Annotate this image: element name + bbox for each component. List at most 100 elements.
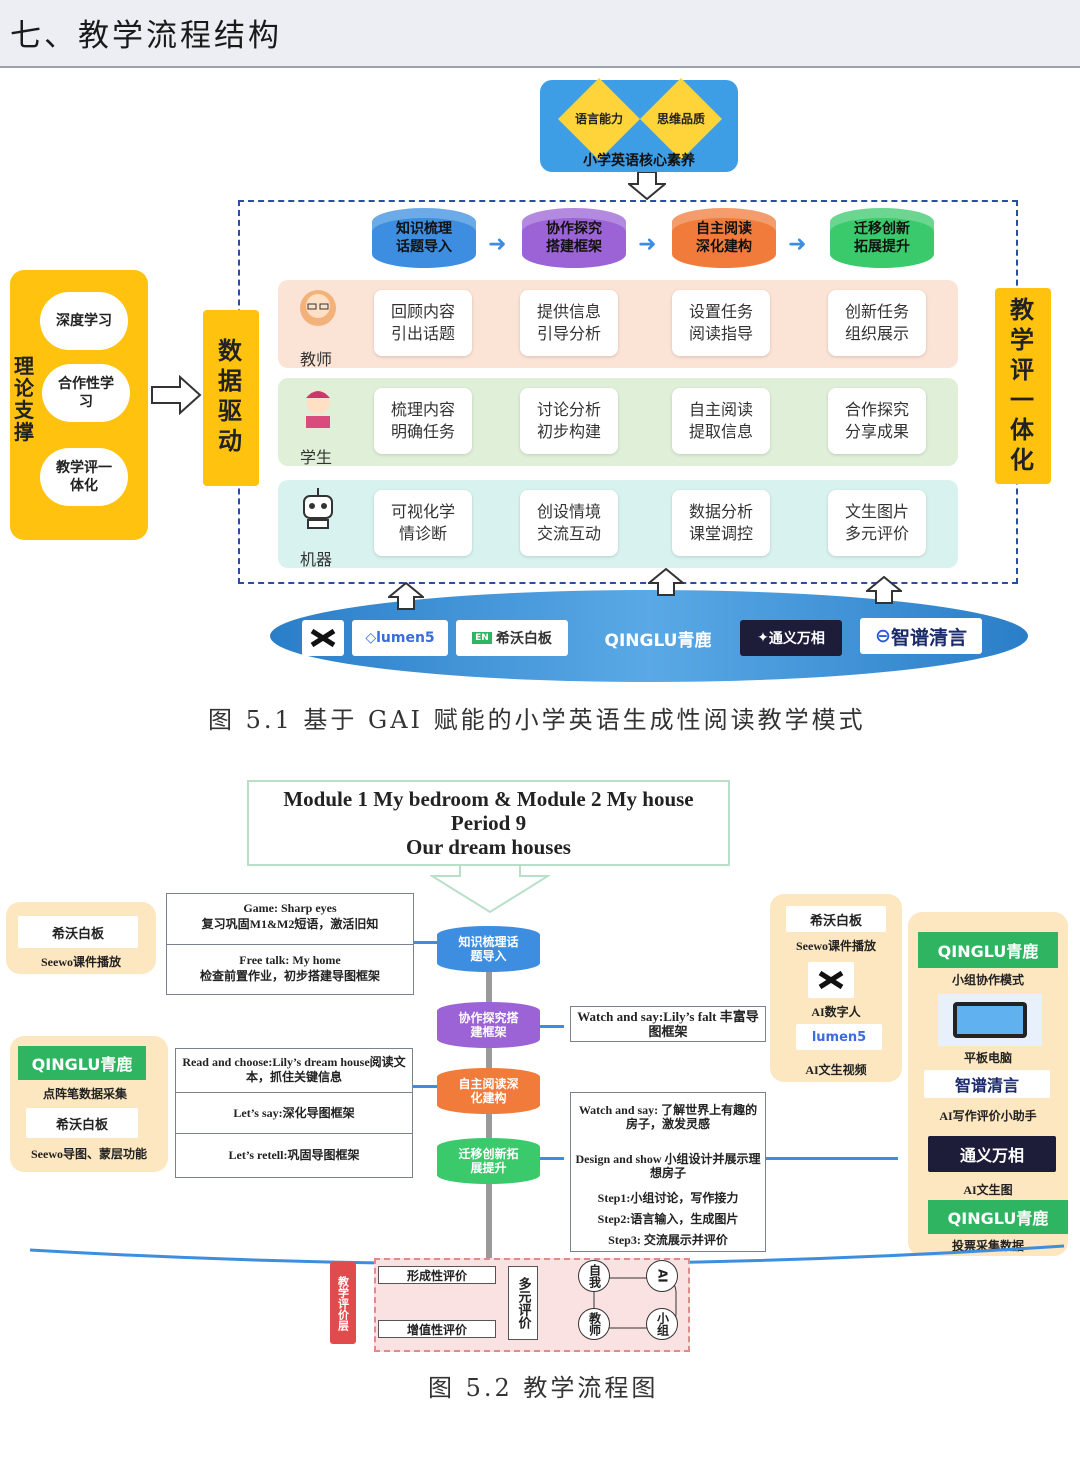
design-group xyxy=(570,1092,766,1252)
logo-seewo: 希沃白板 xyxy=(18,916,138,948)
logo-tongyi: ✦ 通义万相 xyxy=(740,620,842,656)
tool-label: AI文生视频 xyxy=(805,1062,867,1077)
funnel-arrow-icon xyxy=(430,866,550,914)
core-literacy-box: 语言能力 思维品质 小学英语核心素养 xyxy=(540,77,738,172)
flow-stage: 迁移创新拓展提升 xyxy=(437,1138,540,1184)
activity-box: 设置任务阅读指导 xyxy=(672,290,770,356)
design-text-2: Design and show 小组设计并展示理想房子 xyxy=(575,1152,761,1180)
activity-box: 创新任务组织展示 xyxy=(828,290,926,356)
theory-cloud: 教学评一体化 xyxy=(40,448,128,506)
tool-label: AI文生图 xyxy=(963,1182,1013,1197)
logo-tongyi: 通义万相 xyxy=(928,1136,1056,1172)
stage-cylinder: 自主阅读深化建构 xyxy=(672,208,776,268)
value-added-eval: 增值性评价 xyxy=(378,1320,496,1338)
formative-eval: 形成性评价 xyxy=(378,1266,496,1284)
core-label: 小学英语核心素养 xyxy=(583,153,695,169)
tool-label: 小组协作模式 xyxy=(951,972,1024,987)
flow-stage: 自主阅读深化建构 xyxy=(437,1068,540,1114)
theory-cloud: 深度学习 xyxy=(40,292,128,350)
stage-cylinder: 迁移创新拓展提升 xyxy=(830,208,934,268)
role-label: 教师 xyxy=(300,350,333,369)
role-label: 机器 xyxy=(300,550,333,569)
logo-qinglu: QINGLU青鹿 xyxy=(604,630,712,651)
stage-arrow-icon: ➜ xyxy=(638,232,657,257)
activity-box: 梳理内容明确任务 xyxy=(374,388,472,454)
student-avatar-icon xyxy=(306,390,330,428)
logo-qinglu: QINGLU青鹿 xyxy=(18,1046,146,1080)
flow-stage: 协作探究搭建框架 xyxy=(437,1002,540,1048)
stage-arrow-icon: ➜ xyxy=(788,232,807,257)
activity-box: 可视化学情诊断 xyxy=(374,490,472,556)
watch-say-box: Watch and say:Lily’s falt 丰富导图框架 xyxy=(570,1006,766,1042)
stage-cylinder: 知识梳理话题导入 xyxy=(372,208,476,268)
logo-zhipu: 智谱清言 xyxy=(924,1070,1050,1098)
data-driven-panel xyxy=(203,310,259,486)
robot-icon xyxy=(303,488,333,529)
module-title-box: Module 1 My bedroom & Module 2 My house … xyxy=(247,780,730,866)
logo-zhipu: ⊖ 智谱清言 xyxy=(860,618,982,654)
up-arrow-icon xyxy=(648,568,684,596)
eval-teacher: 教师 xyxy=(578,1308,610,1340)
activity-box: 数据分析课堂调控 xyxy=(672,490,770,556)
activity-box: 提供信息引导分析 xyxy=(520,290,618,356)
flow-stage: 知识梳理话题导入 xyxy=(437,926,540,972)
logo-lumen5: ◇ lumen5 xyxy=(352,620,448,656)
tool-label: AI写作评价小助手 xyxy=(939,1108,1037,1123)
multi-eval: 多元评价 xyxy=(508,1266,538,1340)
up-arrow-icon xyxy=(866,576,902,604)
stage-arrow-icon: ➜ xyxy=(488,232,507,257)
capcut-logo-icon xyxy=(302,620,344,656)
figure-caption-2: 图 5.2 教学流程图 xyxy=(428,1374,659,1402)
eval-layer-label: 教学评价层 xyxy=(330,1262,356,1344)
core-diamond-thinking: 思维品质 xyxy=(656,112,705,126)
up-arrow-icon xyxy=(388,582,424,610)
activity-box: 合作探究分享成果 xyxy=(828,388,926,454)
core-diamond-language: 语言能力 xyxy=(574,112,623,126)
tool-label: Seewo课件播放 xyxy=(41,954,121,969)
reading-box-1: Read and choose:Lily’s dream house阅读文本，抓… xyxy=(182,1055,406,1084)
logo-qinglu: QINGLU青鹿 xyxy=(928,1200,1068,1234)
eval-group: 小组 xyxy=(646,1308,678,1340)
tablet-icon xyxy=(938,994,1042,1046)
design-step-3: Step3: 交流展示并评价 xyxy=(608,1232,728,1247)
design-step-1: Step1:小组讨论，写作接力 xyxy=(597,1190,739,1205)
reading-box-2: Let’s say:深化导图框架 xyxy=(233,1105,355,1120)
eval-cycle xyxy=(593,1277,677,1329)
logo-qinglu: QINGLU青鹿 xyxy=(918,932,1058,968)
reading-group xyxy=(175,1048,413,1178)
eval-self: 自我 xyxy=(578,1260,610,1292)
stage-cylinder: 协作探究搭建框架 xyxy=(522,208,626,268)
logo-seewo: 希沃白板 xyxy=(786,906,886,932)
activity-box: 创设情境交流互动 xyxy=(520,490,618,556)
design-text-1: Watch and say: 了解世界上有趣的房子，激发灵感 xyxy=(578,1103,758,1131)
activity-box: 回顾内容引出话题 xyxy=(374,290,472,356)
activity-box: 文生图片多元评价 xyxy=(828,490,926,556)
page-title: 七、教学流程结构 xyxy=(10,18,282,54)
period-title: Period 9 xyxy=(450,811,527,835)
theory-title: 理论支撑 xyxy=(14,354,34,444)
tool-label: Seewo导图、蒙层功能 xyxy=(31,1146,147,1161)
capcut-logo-icon xyxy=(808,962,854,998)
logo-lumen5: lumen5 xyxy=(796,1024,882,1050)
eval-ai: AI xyxy=(646,1260,678,1292)
teacher-avatar-icon xyxy=(300,290,336,326)
tool-label: 平板电脑 xyxy=(963,1050,1012,1065)
data-driven-label: 数据驱动 xyxy=(218,337,242,455)
right-arrow-icon xyxy=(151,375,202,415)
activity-box: 讨论分析初步构建 xyxy=(520,388,618,454)
reading-box-3: Let’s retell:巩固导图框架 xyxy=(228,1147,360,1162)
tool-label: 点阵笔数据采集 xyxy=(42,1086,127,1101)
figure-caption-1: 图 5.1 基于 GAI 赋能的小学英语生成性阅读教学模式 xyxy=(208,706,866,734)
module-title: Module 1 My bedroom & Module 2 My house xyxy=(283,787,694,811)
design-step-2: Step2:语言输入，生成图片 xyxy=(597,1211,739,1226)
logo-seewo: 希沃白板 xyxy=(26,1108,138,1138)
down-arrow-icon xyxy=(628,172,666,200)
tool-label: AI数字人 xyxy=(811,1004,861,1019)
lesson-title: Our dream houses xyxy=(406,835,571,859)
activity-box: 自主阅读提取信息 xyxy=(672,388,770,454)
teach-eval-label: 教学评一体化 xyxy=(1010,296,1034,474)
teach-eval-panel xyxy=(995,288,1051,484)
